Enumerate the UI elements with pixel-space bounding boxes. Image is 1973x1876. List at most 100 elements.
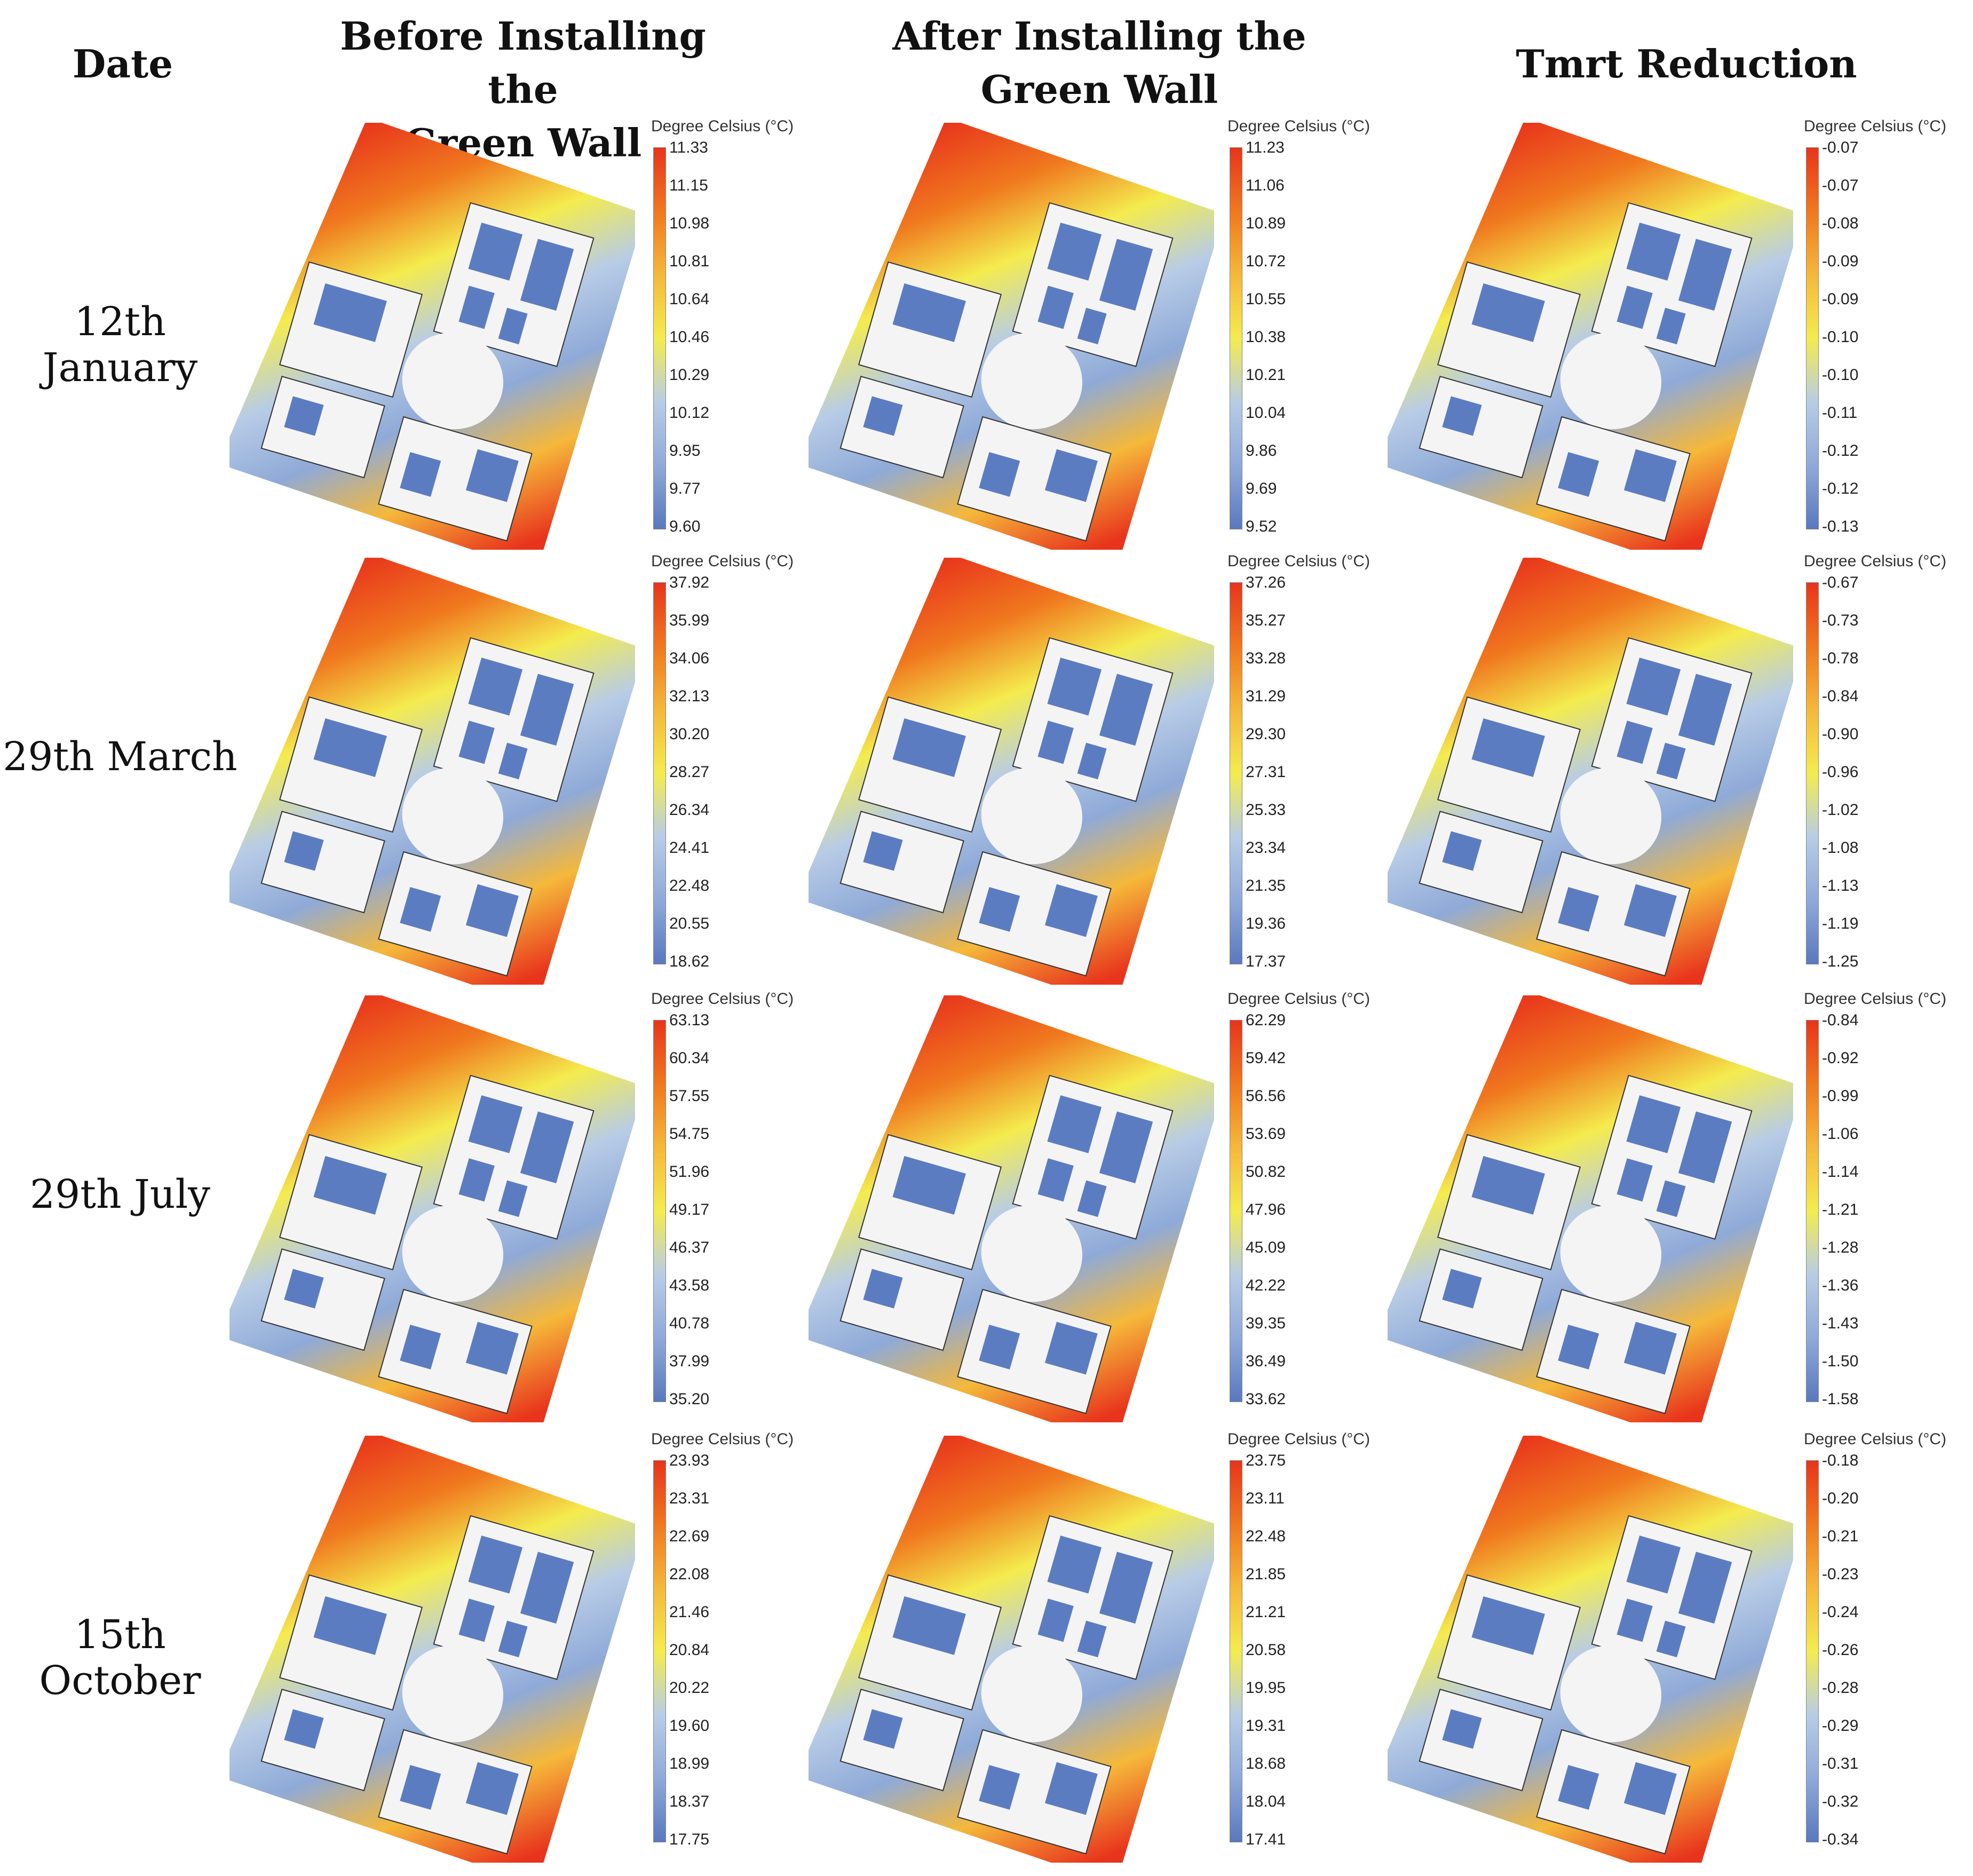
legend-tick-label: 23.75 <box>1246 1452 1286 1469</box>
legend-tick-label: 31.29 <box>1246 687 1286 705</box>
legend-tick-label: 20.58 <box>1246 1641 1286 1659</box>
legend-tick-label: 22.08 <box>669 1565 710 1583</box>
legend-tick-label: 11.15 <box>669 177 708 194</box>
legend-tick-label: 10.12 <box>669 404 710 422</box>
heatmap-tile-after <box>809 1436 1214 1863</box>
legend-tick-label: -0.08 <box>1822 215 1859 232</box>
legend-tick-label: 22.69 <box>669 1527 710 1545</box>
legend-tick-label: 46.37 <box>669 1239 710 1256</box>
legend-tick-label: 9.86 <box>1246 442 1277 460</box>
header-after: After Installing the Green Wall <box>892 13 1306 112</box>
legend-tick-label: 9.95 <box>669 442 701 460</box>
legend-tick-label: -0.29 <box>1822 1717 1859 1735</box>
legend-tick-label: 51.96 <box>669 1163 710 1181</box>
legend-tick-label: 10.98 <box>669 215 710 232</box>
legend-tick-label: 17.75 <box>669 1831 710 1848</box>
legend-tick-label: -0.26 <box>1822 1641 1859 1659</box>
colorbar <box>1230 582 1242 964</box>
header-reduction: Tmrt Reduction <box>1516 41 1857 86</box>
legend-tick-label: 37.92 <box>669 574 710 591</box>
legend-tick-label: 29.30 <box>1246 725 1286 743</box>
legend-tick-label: -0.20 <box>1822 1490 1859 1507</box>
legend-tick-label: 25.33 <box>1246 801 1286 819</box>
legend-tick-label: 19.95 <box>1246 1679 1286 1697</box>
legend-tick-label: -1.28 <box>1822 1239 1859 1256</box>
legend-tick-label: 19.36 <box>1246 915 1286 932</box>
legend-title: Degree Celsius (°C) <box>1227 990 1370 1008</box>
legend-tick-label: 23.31 <box>669 1490 710 1507</box>
legend-tick-label: 10.55 <box>1246 290 1286 308</box>
colorbar <box>1806 1460 1819 1842</box>
legend-tick-label: -0.67 <box>1822 574 1859 591</box>
legend-tick-label: 59.42 <box>1246 1049 1286 1067</box>
heatmap-tile-before <box>229 995 635 1422</box>
heatmap-tile-reduction <box>1388 558 1793 985</box>
legend-title: Degree Celsius (°C) <box>651 552 794 570</box>
legend-tick-label: 26.34 <box>669 801 710 819</box>
legend-tick-label: -1.02 <box>1822 801 1859 819</box>
legend-tick-label: 18.37 <box>669 1793 710 1810</box>
legend-tick-label: 18.99 <box>669 1755 710 1772</box>
legend-tick-label: -0.10 <box>1822 366 1859 384</box>
legend-title: Degree Celsius (°C) <box>1804 1430 1947 1448</box>
legend-tick-label: 17.37 <box>1246 953 1286 970</box>
legend-tick-label: 10.38 <box>1246 328 1286 346</box>
legend-tick-label: 37.26 <box>1246 574 1286 591</box>
legend-tick-label: 9.77 <box>669 480 701 497</box>
heatmap-tile-reduction <box>1388 123 1793 550</box>
legend-tick-label: -1.19 <box>1822 915 1859 932</box>
legend-tick-label: -0.99 <box>1822 1087 1859 1105</box>
legend-tick-label: 20.84 <box>669 1641 710 1659</box>
legend-tick-label: -0.24 <box>1822 1603 1859 1621</box>
heatmap-tile-reduction <box>1388 1436 1793 1863</box>
legend-tick-label: -0.09 <box>1822 290 1859 308</box>
legend-tick-label: 34.06 <box>669 650 710 667</box>
legend-tick-label: 9.69 <box>1246 480 1277 497</box>
legend-tick-label: 35.27 <box>1246 612 1286 629</box>
legend-tick-label: 33.28 <box>1246 650 1286 667</box>
legend-tick-label: 9.60 <box>669 518 701 535</box>
legend-tick-label: 10.29 <box>669 366 710 384</box>
legend-tick-label: -1.06 <box>1822 1125 1859 1143</box>
legend-tick-label: 43.58 <box>669 1277 710 1294</box>
legend-tick-label: -0.78 <box>1822 650 1859 667</box>
header-before: Before Installing the Green Wall <box>340 13 706 165</box>
colorbar <box>1806 582 1819 964</box>
legend-tick-label: 10.04 <box>1246 404 1286 422</box>
legend-tick-label: -0.12 <box>1822 480 1859 497</box>
legend-tick-label: -0.18 <box>1822 1452 1859 1469</box>
colorbar <box>1806 1020 1819 1402</box>
colorbar <box>653 1020 666 1402</box>
legend-tick-label: -0.23 <box>1822 1565 1859 1583</box>
legend-tick-label: 21.85 <box>1246 1565 1286 1583</box>
legend-tick-label: -0.84 <box>1822 1011 1859 1029</box>
legend-tick-label: -1.50 <box>1822 1352 1859 1370</box>
heatmap-tile-before <box>229 123 635 550</box>
colorbar <box>1806 147 1819 529</box>
legend-tick-label: 10.21 <box>1246 366 1286 384</box>
header-date: Date <box>72 41 173 86</box>
legend-tick-label: 21.21 <box>1246 1603 1286 1621</box>
legend-tick-label: -0.07 <box>1822 177 1859 194</box>
legend-tick-label: 45.09 <box>1246 1239 1286 1256</box>
date-label: 15th October <box>39 1612 201 1704</box>
legend-tick-label: 27.31 <box>1246 763 1286 781</box>
colorbar <box>1230 1020 1242 1402</box>
legend-tick-label: -0.96 <box>1822 763 1859 781</box>
legend-tick-label: 9.52 <box>1246 518 1277 535</box>
legend-tick-label: 57.55 <box>669 1087 710 1105</box>
legend-tick-label: -0.31 <box>1822 1755 1859 1772</box>
heatmap-tile-after <box>809 558 1214 985</box>
legend-tick-label: 10.46 <box>669 328 710 346</box>
legend-tick-label: 18.68 <box>1246 1755 1286 1772</box>
legend-tick-label: 22.48 <box>669 877 710 895</box>
date-label: 29th March <box>3 734 237 780</box>
legend-tick-label: -0.09 <box>1822 252 1859 270</box>
legend-tick-label: 36.49 <box>1246 1352 1286 1370</box>
legend-tick-label: 49.17 <box>669 1201 710 1218</box>
legend-tick-label: 10.64 <box>669 290 710 308</box>
legend-title: Degree Celsius (°C) <box>1804 117 1947 135</box>
legend-title: Degree Celsius (°C) <box>651 990 794 1008</box>
legend-tick-label: -1.08 <box>1822 839 1859 857</box>
legend-tick-label: 33.62 <box>1246 1390 1286 1408</box>
